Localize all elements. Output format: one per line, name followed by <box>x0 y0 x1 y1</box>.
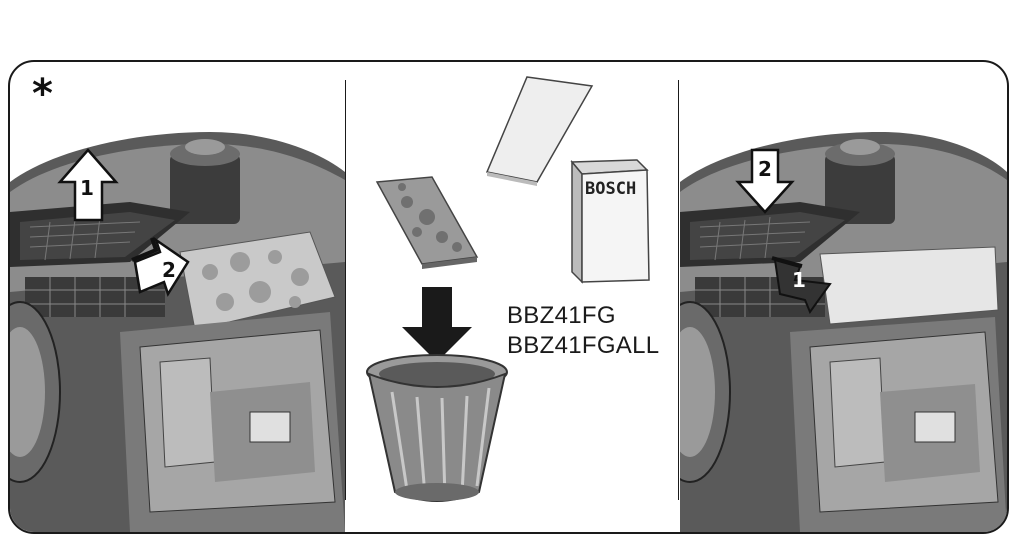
svg-text:1: 1 <box>792 268 806 292</box>
svg-text:2: 2 <box>758 157 772 181</box>
trash-bin-icon <box>366 354 508 502</box>
panel-insert-filter: 2 1 <box>680 62 1007 532</box>
panel-divider <box>345 80 346 500</box>
vacuum-illustration-left: 1 2 <box>10 132 345 532</box>
svg-text:2: 2 <box>162 258 176 282</box>
new-filter-pad <box>485 76 594 186</box>
arrow-down-to-bin <box>402 287 472 362</box>
box-brand-label: BOSCH <box>585 179 636 199</box>
model-number-1: BBZ41FG <box>507 302 616 329</box>
model-number-2: BBZ41FGALL <box>507 332 660 359</box>
instruction-frame: 1 2 * BOSCH <box>8 60 1009 534</box>
panel-remove-filter: 1 2 * <box>10 62 345 532</box>
replacement-illustration: BOSCH <box>366 76 650 502</box>
svg-text:1: 1 <box>80 176 94 200</box>
optional-step-marker: * <box>32 71 53 117</box>
vacuum-illustration-right: 2 1 <box>680 132 1007 532</box>
arrow-diagonal-step-2: 2 <box>131 236 190 297</box>
used-filter-pad <box>375 176 479 269</box>
arrow-up-step-1: 1 <box>57 148 119 222</box>
panel-divider <box>678 80 679 500</box>
panel-replacement-filter: BOSCH <box>347 62 680 532</box>
arrow-down-step-2: 2 <box>735 148 795 214</box>
product-box: BOSCH <box>570 159 650 284</box>
arrow-diagonal-step-1: 1 <box>771 256 832 315</box>
